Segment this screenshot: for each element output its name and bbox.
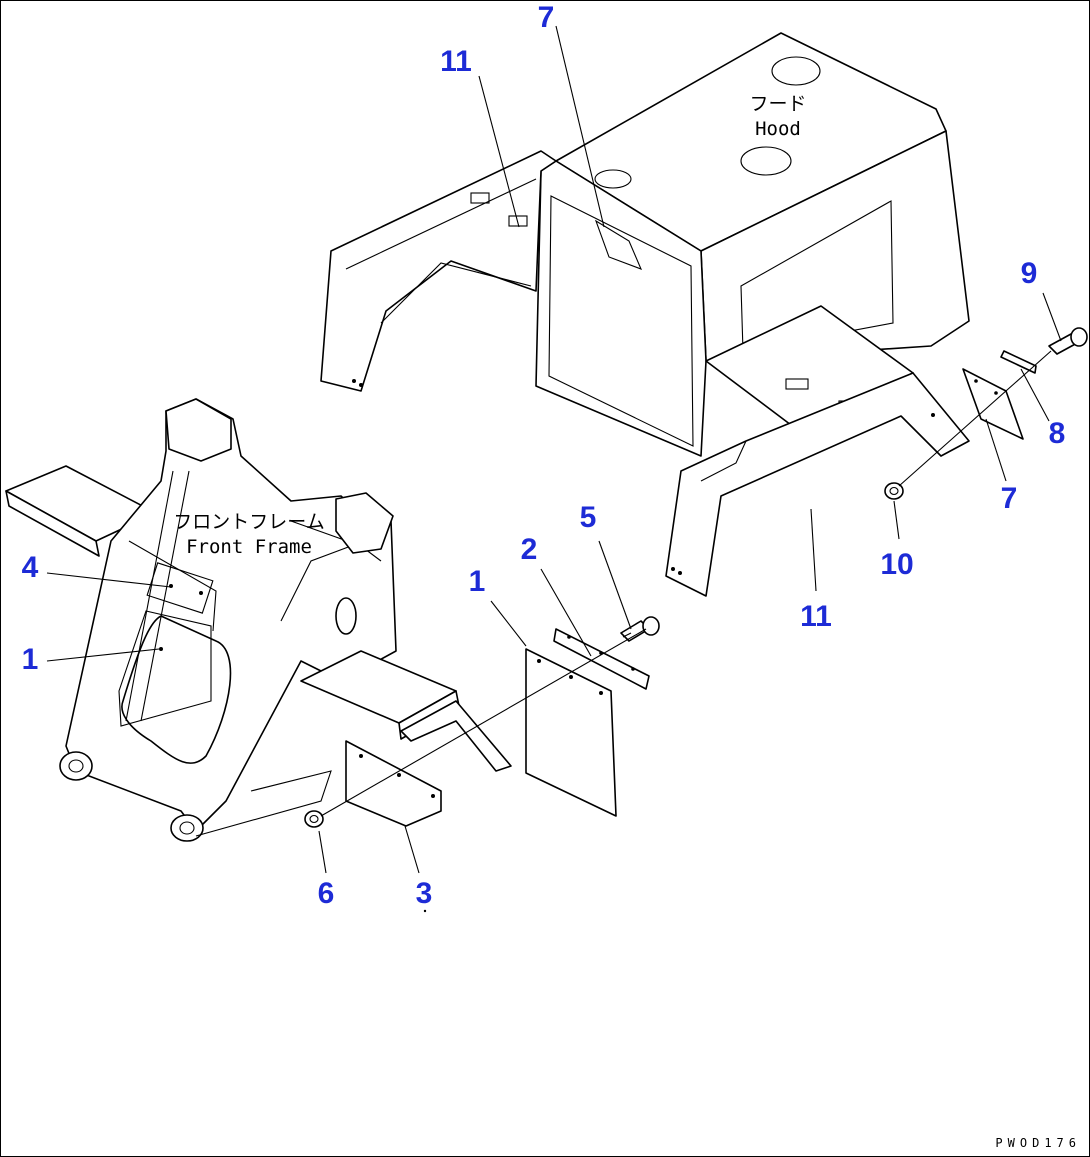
callout-1-mudflap-left: 1 — [22, 643, 39, 676]
callout-11-hood-left: 11 — [440, 45, 472, 78]
callout-1-mudflap-right: 1 — [469, 565, 486, 598]
hood-label-jp: フード — [749, 93, 806, 115]
hood-assembly: フード Hood — [320, 32, 970, 597]
drawing-code: PWOD176 — [995, 1136, 1081, 1150]
callout-9-bolt: 9 — [1021, 257, 1038, 290]
callout-10-nut: 10 — [880, 548, 913, 581]
hood-label-en: Hood — [755, 118, 801, 140]
leader-lines — [46, 25, 1062, 913]
callout-7-mudflap: 7 — [1001, 482, 1018, 515]
callout-11-step: 11 — [800, 600, 832, 633]
callout-3-bracket: 3 — [416, 877, 433, 910]
callout-5-bolt: 5 — [580, 501, 597, 534]
callout-7-hood-plate: 7 — [538, 1, 555, 34]
callout-numbers: 11 7 9 8 7 10 11 5 2 1 4 1 6 3 — [22, 1, 1066, 910]
front-frame-label-jp: フロントフレーム — [173, 511, 324, 533]
front-frame-label-en: Front Frame — [186, 536, 312, 558]
callout-2-strip: 2 — [521, 533, 538, 566]
front-frame-assembly: フロントフレーム Front Frame — [5, 398, 512, 842]
callout-4-plate: 4 — [22, 551, 39, 584]
callout-6-nut: 6 — [318, 877, 335, 910]
callout-8-strip: 8 — [1049, 417, 1066, 450]
loose-parts — [304, 327, 1088, 828]
